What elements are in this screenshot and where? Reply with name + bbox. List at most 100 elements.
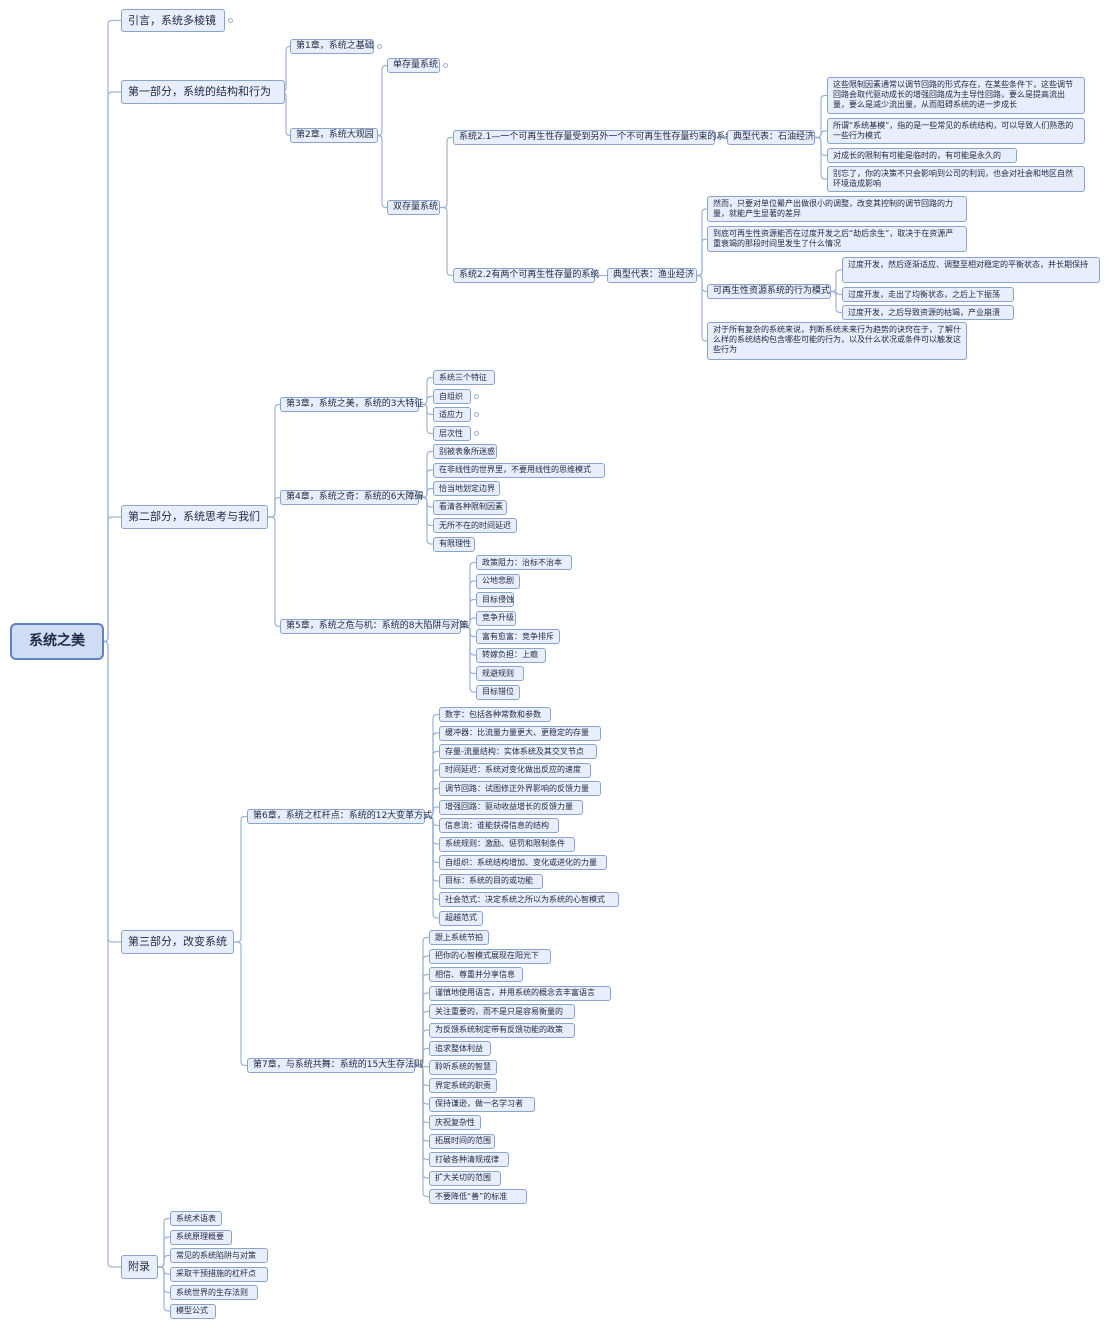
expand-toggle-icon[interactable] [228, 18, 233, 23]
connector-line [461, 561, 476, 628]
system-2-2-example[interactable]: 典型代表：渔业经济 [607, 268, 697, 283]
appendix-item[interactable]: 系统术语表 [170, 1211, 222, 1226]
connector-line [268, 496, 280, 518]
trap-item[interactable]: 富有愈富：竞争排斥 [476, 629, 560, 644]
note[interactable]: 对于所有复杂的系统来说，判断系统未来行为趋势的诀窍在于，了解什么样的系统结构包含… [707, 322, 967, 360]
connector-line [425, 815, 439, 864]
connector-line [377, 134, 387, 209]
mode[interactable]: 过度开发，之后导致资源的枯竭，产业崩溃 [842, 305, 1014, 320]
leverage-item[interactable]: 缓冲器：比流量力量更大、更稳定的存量 [439, 725, 601, 741]
trap-item[interactable]: 竞争升级 [476, 610, 516, 626]
rule-item[interactable]: 拓展时间的范围 [429, 1133, 495, 1149]
note[interactable]: 对成长的限制有可能是临时的，有可能是永久的 [827, 148, 1017, 163]
topic-appendix[interactable]: 附录 [121, 1255, 158, 1279]
characteristic-item[interactable]: 适应力 [433, 407, 471, 422]
leverage-item[interactable]: 自组织：系统结构增加、变化或进化的力量 [439, 855, 607, 870]
obstacle-item[interactable]: 恰当地划定边界 [433, 481, 500, 496]
obstacle-item[interactable]: 看清各种限制因素 [433, 499, 507, 515]
system-2-1[interactable]: 系统2.1—一个可再生性存量受到另外一个不可再生性存量约束的系统 [453, 130, 734, 145]
connector-line [440, 206, 453, 277]
rule-item[interactable]: 界定系统的职责 [429, 1078, 497, 1093]
characteristic-item[interactable]: 系统三个特征 [433, 370, 495, 385]
expand-toggle-icon[interactable] [474, 394, 479, 399]
mode[interactable]: 过度开发，走出了均衡状态，之后上下振荡 [842, 287, 1014, 302]
connector-line [103, 640, 121, 943]
rule-item[interactable]: 追求整体利益 [429, 1041, 491, 1056]
behavior-modes[interactable]: 可再生性资源系统的行为模式 [707, 284, 831, 299]
chapter-4[interactable]: 第4章，系统之奇：系统的6大障碍 [280, 490, 423, 505]
rule-item[interactable]: 扩大关切的范围 [429, 1170, 501, 1186]
system-2-1-example[interactable]: 典型代表：石油经济 [727, 130, 815, 145]
rule-item[interactable]: 聆听系统的智慧 [429, 1059, 497, 1075]
appendix-item[interactable]: 常见的系统陷阱与对策 [170, 1248, 268, 1263]
rule-item[interactable]: 把你的心智模式展现在阳光下 [429, 948, 551, 964]
chapter-1[interactable]: 第1章，系统之基础 [290, 39, 374, 54]
characteristic-item[interactable]: 层次性 [433, 426, 471, 441]
leverage-item[interactable]: 系统规则：激励、惩罚和限制条件 [439, 836, 575, 852]
connector-line [831, 290, 842, 314]
obstacle-item[interactable]: 在非线性的世界里，不要用线性的思维模式 [433, 462, 605, 478]
root-topic[interactable]: 系统之美 [10, 623, 104, 660]
chapter-7[interactable]: 第7章，与系统共舞：系统的15大生存法则 [247, 1058, 423, 1073]
chapter-3[interactable]: 第3章，系统之美，系统的3大特征 [280, 397, 423, 412]
mode[interactable]: 过度开发，然后逐渐适应、调整至相对稳定的平衡状态，并长期保持 [842, 257, 1100, 283]
rule-item[interactable]: 保持谦逊，做一名学习者 [429, 1096, 535, 1112]
chapter-5[interactable]: 第5章，系统之危与机：系统的8大陷阱与对策 [280, 619, 468, 634]
appendix-item[interactable]: 系统世界的生存法则 [170, 1285, 258, 1300]
note[interactable]: 所谓“系统基模”，指的是一些常见的系统结构，可以导致人们熟悉的一些行为模式 [827, 118, 1085, 144]
obstacle-item[interactable]: 有限理性 [433, 536, 475, 552]
note[interactable]: 这些限制因素通常以调节回路的形式存在，在某些条件下，这些调节回路会取代驱动成长的… [827, 77, 1085, 114]
characteristic-item[interactable]: 自组织 [433, 389, 471, 404]
topic-part1[interactable]: 第一部分，系统的结构和行为 [121, 80, 285, 104]
rule-item[interactable]: 谨慎地使用语言，并用系统的概念去丰富语言 [429, 985, 611, 1001]
leverage-item[interactable]: 数字：包括各种常数和参数 [439, 707, 551, 722]
topic-part3[interactable]: 第三部分，改变系统 [121, 930, 234, 954]
note[interactable]: 然而，只要对单位鱟产出做很小的调整，改变其控制的调节回路的力量，就能产生显著的差… [707, 196, 967, 222]
leverage-item[interactable]: 调节回路：试图修正外界影响的反馈力量 [439, 781, 601, 796]
connector-line [425, 732, 439, 818]
leverage-item[interactable]: 增强回路：驱动收益增长的反馈力量 [439, 799, 583, 815]
system-2-2[interactable]: 系统2.2有两个可再生性存量的系统 [453, 268, 599, 283]
obstacle-item[interactable]: 别被表象所迷惑 [433, 444, 497, 459]
connector-line [697, 274, 707, 342]
topic-part2[interactable]: 第二部分，系统思考与我们 [121, 505, 268, 529]
expand-toggle-icon[interactable] [443, 63, 448, 68]
appendix-item[interactable]: 模型公式 [170, 1303, 216, 1319]
rule-item[interactable]: 打破各种清规戒律 [429, 1152, 509, 1167]
note[interactable]: 到底可再生性资源能否在过度开发之后“劫后余生”，取决于在资源严重衰竭的那段时间里… [707, 226, 967, 252]
connector-line [103, 516, 121, 643]
rule-item[interactable]: 关注重要的，而不是只是容易衡量的 [429, 1004, 575, 1019]
expand-toggle-icon[interactable] [474, 412, 479, 417]
single-stock-system[interactable]: 单存量系统 [387, 58, 440, 73]
appendix-item[interactable]: 系统原理概要 [170, 1229, 232, 1245]
connector-line [415, 1064, 429, 1105]
leverage-item[interactable]: 存量-流量结构：实体系统及其交叉节点 [439, 744, 597, 759]
obstacle-item[interactable]: 无所不在的时间延迟 [433, 518, 517, 533]
trap-item[interactable]: 规避规则 [476, 666, 524, 681]
trap-item[interactable]: 转嫁负担：上瘾 [476, 647, 546, 663]
expand-toggle-icon[interactable] [474, 431, 479, 436]
leverage-item[interactable]: 时间延迟：系统对变化做出反应的速度 [439, 762, 591, 778]
note[interactable]: 别忘了，你的决策不只会影响到公司的利润，也会对社会和地区自然环境造成影响 [827, 166, 1085, 192]
trap-item[interactable]: 政策阻力：治标不治本 [476, 555, 572, 570]
expand-toggle-icon[interactable] [377, 44, 382, 49]
rule-item[interactable]: 为反馈系统制定带有反馈功能的政策 [429, 1022, 575, 1038]
leverage-item[interactable]: 信息流：谁能获得信息的结构 [439, 818, 559, 833]
rule-item[interactable]: 相信、尊重并分享信息 [429, 967, 523, 982]
trap-item[interactable]: 公地悲剧 [476, 573, 520, 589]
connector-line [415, 1010, 429, 1067]
rule-item[interactable]: 不要降低“善”的标准 [429, 1189, 527, 1204]
leverage-item[interactable]: 社会范式：决定系统之所以为系统的心智模式 [439, 892, 619, 907]
leverage-item[interactable]: 目标：系统的目的或功能 [439, 873, 543, 889]
connector-line [425, 713, 439, 818]
rule-item[interactable]: 跟上系统节拍 [429, 930, 489, 945]
rule-item[interactable]: 庆祝复杂性 [429, 1115, 481, 1130]
trap-item[interactable]: 目标错位 [476, 684, 520, 700]
double-stock-system[interactable]: 双存量系统 [387, 200, 440, 215]
chapter-2[interactable]: 第2章，系统大观园 [290, 128, 378, 143]
topic-intro[interactable]: 引言，系统多棱镜 [121, 9, 225, 32]
trap-item[interactable]: 目标侵蚀 [476, 592, 514, 607]
chapter-6[interactable]: 第6章，系统之杠杆点：系统的12大变革方式 [247, 809, 432, 824]
appendix-item[interactable]: 采取干预措施的杠杆点 [170, 1266, 268, 1282]
leverage-item[interactable]: 超越范式 [439, 910, 483, 926]
